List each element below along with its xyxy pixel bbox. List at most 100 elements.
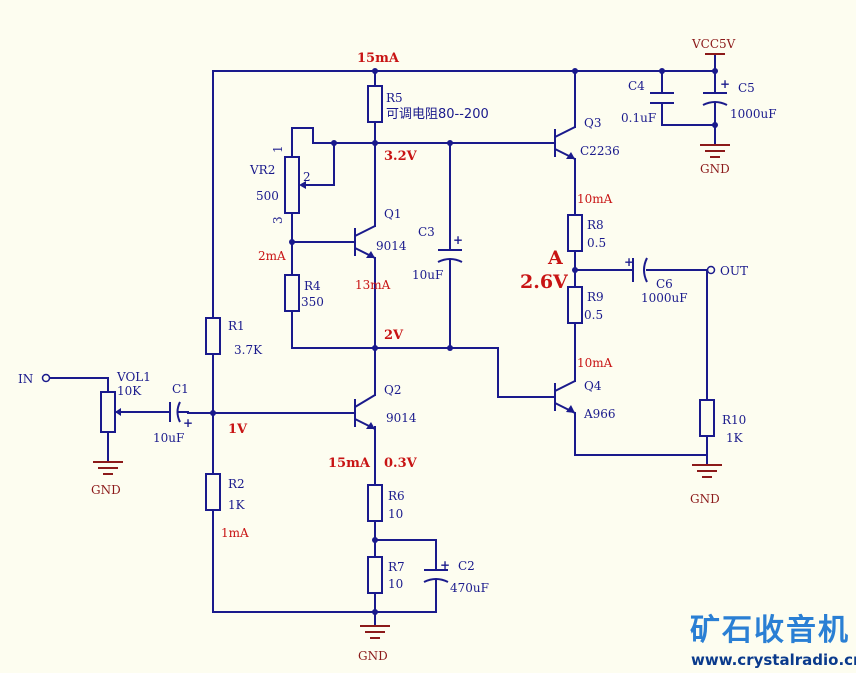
resistor-r8 <box>567 214 583 252</box>
vol1-ref: VOL1 <box>116 370 151 384</box>
c3-value: 10uF <box>412 268 443 282</box>
junctions <box>210 68 718 615</box>
vr2-pin2: 2 <box>303 170 311 184</box>
r5-value: 可调电阻80--200 <box>386 107 489 122</box>
r10-value: 1K <box>726 431 744 445</box>
c6-value: 1000uF <box>641 291 688 305</box>
annotation-15ma: 15mA <box>328 456 371 471</box>
annotation-1v: 1V <box>228 422 248 437</box>
svg-text:+: + <box>720 77 730 91</box>
c3-ref: C3 <box>418 225 435 239</box>
resistor-r2 <box>205 473 221 511</box>
annotation-top-current: 15mA <box>357 51 400 66</box>
r4-value: 350 <box>301 295 324 309</box>
resistor-r10 <box>699 399 715 437</box>
r9-value: 0.5 <box>584 308 603 322</box>
c1-ref: C1 <box>172 382 189 396</box>
svg-text:+: + <box>624 255 634 269</box>
annotation-13ma: 13mA <box>355 278 391 292</box>
transistor-q1 <box>354 225 376 259</box>
transistor-q2 <box>354 394 376 430</box>
r2-value: 1K <box>228 498 246 512</box>
gnd-label-main: GND <box>358 649 388 663</box>
c2-value: 470uF <box>450 581 489 595</box>
c1-value: 10uF <box>153 431 184 445</box>
resistor-r9 <box>567 286 583 324</box>
c6-ref: C6 <box>656 277 673 291</box>
capacitor-c2 <box>423 569 449 583</box>
svg-text:+: + <box>453 233 463 247</box>
c4-value: 0.1uF <box>621 111 656 125</box>
annotation-node-a: A <box>547 247 563 269</box>
annotation-3v2: 3.2V <box>384 149 418 164</box>
r1-value: 3.7K <box>234 343 263 357</box>
r7-value: 10 <box>388 577 403 591</box>
capacitor-c5 <box>702 92 728 106</box>
r2-ref: R2 <box>228 477 245 491</box>
q2-ref: Q2 <box>384 383 401 397</box>
out-terminal[interactable] <box>706 265 716 275</box>
r6-ref: R6 <box>388 489 405 503</box>
r9-ref: R9 <box>587 290 604 304</box>
gnd-label-out: GND <box>690 492 720 506</box>
c5-value: 1000uF <box>730 107 777 121</box>
potentiometer-vol1 <box>100 391 121 433</box>
r10-ref: R10 <box>722 413 746 427</box>
q1-ref: Q1 <box>384 207 401 221</box>
polarity-marks: + + + + + <box>183 77 730 572</box>
capacitor-c4 <box>650 92 674 104</box>
c5-ref: C5 <box>738 81 755 95</box>
vol1-value: 10K <box>117 384 142 398</box>
vcc-label: VCC5V <box>691 37 736 51</box>
annotation-2v: 2V <box>384 328 404 343</box>
capacitor-c1 <box>169 401 189 423</box>
annotation-10ma-top: 10mA <box>577 192 613 206</box>
watermark-logo: 矿石收音机 <box>690 613 850 648</box>
r8-ref: R8 <box>587 218 604 232</box>
annotation-2ma: 2mA <box>258 249 286 263</box>
wires <box>49 53 716 627</box>
ground-vol1 <box>93 461 123 475</box>
annotation-2v6: 2.6V <box>520 271 569 293</box>
vr2-pin1: 1 <box>271 145 285 153</box>
gnd-label-vol1: GND <box>91 483 121 497</box>
ground-main <box>360 625 390 639</box>
annotation-1ma: 1mA <box>221 526 249 540</box>
ground-supply <box>700 144 730 158</box>
r4-ref: R4 <box>304 279 321 293</box>
watermark-url: www.crystalradio.cn <box>691 651 856 669</box>
transistor-q4 <box>554 380 576 414</box>
resistor-r7 <box>367 556 383 594</box>
resistor-r6 <box>367 484 383 522</box>
vr2-ref: VR2 <box>249 163 275 177</box>
svg-text:+: + <box>440 558 450 572</box>
resistor-r5 <box>367 85 383 123</box>
in-terminal[interactable] <box>41 373 51 383</box>
annotation-10ma-bottom: 10mA <box>577 356 613 370</box>
q3-ref: Q3 <box>584 116 601 130</box>
resistor-r4 <box>284 274 300 312</box>
capacitor-c6 <box>632 257 648 283</box>
gnd-label-supply: GND <box>700 162 730 176</box>
out-label: OUT <box>720 264 748 278</box>
r6-value: 10 <box>388 507 403 521</box>
potentiometer-vr2 <box>284 156 306 214</box>
q2-value: 9014 <box>386 411 417 425</box>
transistor-q3 <box>554 126 576 160</box>
q4-ref: Q4 <box>584 379 602 393</box>
r1-ref: R1 <box>228 319 245 333</box>
annotation-0v3: 0.3V <box>384 456 418 471</box>
r7-ref: R7 <box>388 560 405 574</box>
q1-value: 9014 <box>376 239 407 253</box>
c4-ref: C4 <box>628 79 645 93</box>
vr2-value: 500 <box>256 189 279 203</box>
q3-value: C2236 <box>580 144 620 158</box>
c2-ref: C2 <box>458 559 475 573</box>
r5-ref: R5 <box>386 91 403 105</box>
r8-value: 0.5 <box>587 236 606 250</box>
capacitor-c3 <box>437 249 463 263</box>
resistor-r1 <box>205 317 221 355</box>
svg-text:+: + <box>183 416 193 430</box>
ground-out <box>692 454 722 478</box>
